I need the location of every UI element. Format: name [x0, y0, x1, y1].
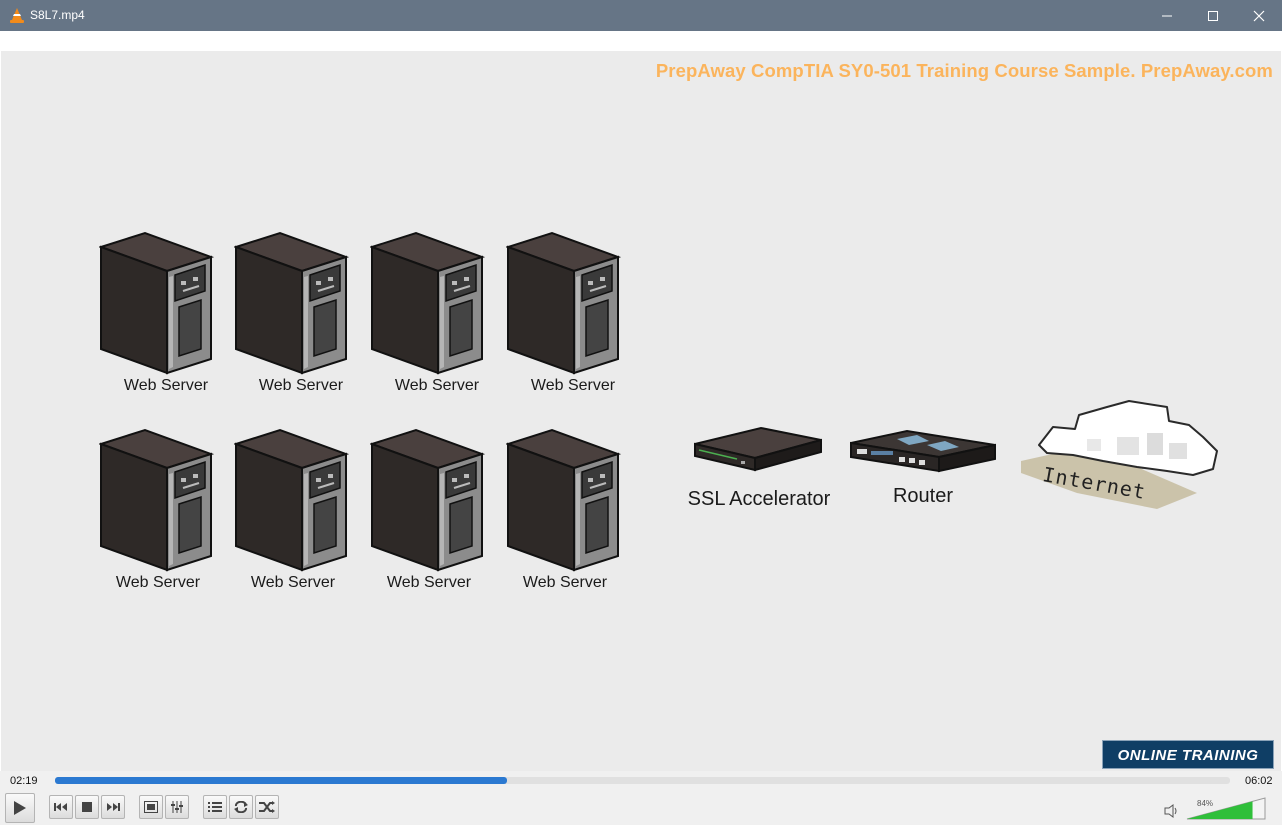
- router-image: [850, 429, 996, 473]
- ssl-accelerator-image: [694, 426, 822, 472]
- stop-icon: [82, 802, 92, 812]
- maximize-icon: [1208, 11, 1218, 21]
- current-time: 02:19: [10, 775, 38, 787]
- shuffle-icon: [259, 801, 275, 813]
- menu-bar: [0, 31, 1282, 51]
- volume-percent: 84%: [1197, 799, 1214, 808]
- seek-progress: [55, 777, 508, 784]
- fullscreen-icon: [144, 801, 158, 813]
- web-server-image: [97, 428, 215, 574]
- stop-button[interactable]: [75, 795, 99, 819]
- web-server-label: Web Server: [115, 574, 201, 591]
- web-server-label: Web Server: [250, 574, 336, 591]
- web-server-label: Web Server: [386, 574, 472, 591]
- router-label: Router: [892, 485, 954, 507]
- web-server-image: [368, 428, 486, 574]
- extended-settings-icon: [171, 801, 183, 813]
- volume-slider[interactable]: [1186, 797, 1266, 820]
- web-server-label: Web Server: [258, 377, 344, 394]
- web-server-image: [504, 231, 622, 377]
- watermark-text: PrepAway CompTIA SY0-501 Training Course…: [655, 60, 1273, 81]
- title-bar: S8L7.mp4: [0, 0, 1282, 31]
- player-controls: 02:19 06:02 84%: [0, 771, 1282, 825]
- web-server-image: [232, 428, 350, 574]
- next-button[interactable]: [101, 795, 125, 819]
- seek-bar[interactable]: [55, 777, 1230, 784]
- web-server-image: [368, 231, 486, 377]
- close-button[interactable]: [1236, 0, 1282, 31]
- play-button[interactable]: [5, 793, 35, 823]
- minimize-button[interactable]: [1144, 0, 1190, 31]
- extended-settings-button[interactable]: [165, 795, 189, 819]
- play-icon: [14, 801, 26, 815]
- internet-cloud-image: [1021, 400, 1218, 509]
- web-server-image: [232, 231, 350, 377]
- minimize-icon: [1162, 15, 1172, 17]
- fullscreen-button[interactable]: [139, 795, 163, 819]
- window-title: S8L7.mp4: [30, 8, 85, 22]
- web-server-label: Web Server: [530, 377, 616, 394]
- speaker-icon[interactable]: [1164, 804, 1180, 818]
- playlist-button[interactable]: [203, 795, 227, 819]
- web-server-image: [504, 428, 622, 574]
- shuffle-button[interactable]: [255, 795, 279, 819]
- loop-button[interactable]: [229, 795, 253, 819]
- video-canvas[interactable]: PrepAway CompTIA SY0-501 Training Course…: [1, 51, 1281, 771]
- previous-button[interactable]: [49, 795, 73, 819]
- ssl-accelerator-label: SSL Accelerator: [687, 488, 831, 510]
- vlc-cone-icon: [10, 8, 24, 23]
- loop-icon: [234, 801, 248, 813]
- online-training-badge: ONLINE TRAINING: [1102, 740, 1274, 769]
- volume-level: [1187, 801, 1253, 819]
- close-icon: [1253, 10, 1265, 22]
- next-icon: [107, 803, 120, 811]
- playlist-icon: [208, 802, 222, 812]
- maximize-button[interactable]: [1190, 0, 1236, 31]
- web-server-label: Web Server: [522, 574, 608, 591]
- previous-icon: [54, 803, 67, 811]
- web-server-image: [97, 231, 215, 377]
- total-time: 06:02: [1245, 775, 1273, 787]
- web-server-label: Web Server: [394, 377, 480, 394]
- web-server-label: Web Server: [123, 377, 209, 394]
